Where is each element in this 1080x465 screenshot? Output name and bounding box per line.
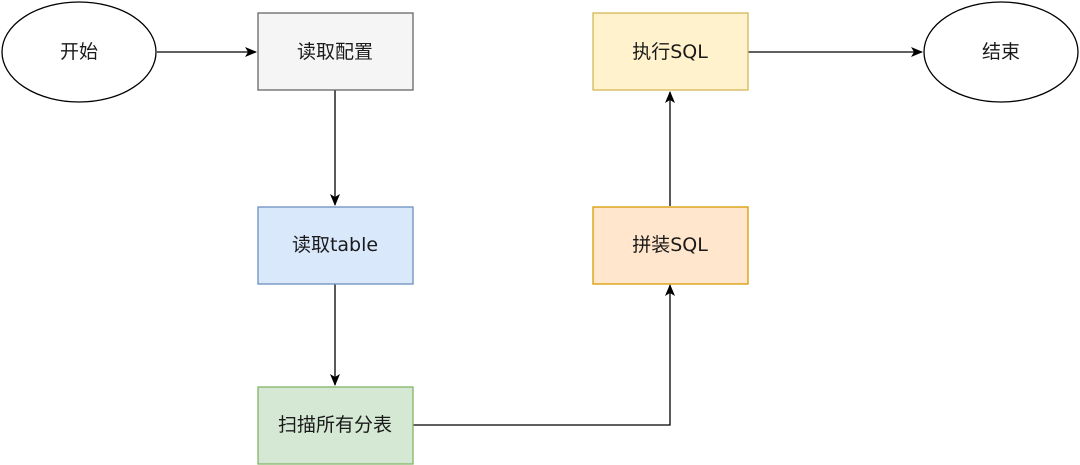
- node-read-config[interactable]: 读取配置: [257, 12, 414, 91]
- node-build-sql[interactable]: 拼装SQL: [592, 206, 749, 285]
- node-exec-sql[interactable]: 执行SQL: [592, 12, 749, 91]
- scan-shards-box: [257, 386, 414, 465]
- read-config-label: 读取配置: [297, 41, 373, 63]
- scan-shards-label: 扫描所有分表: [278, 414, 392, 436]
- end-label: 结束: [982, 41, 1020, 63]
- start-ellipse: [1, 1, 157, 103]
- node-start[interactable]: 开始: [1, 1, 157, 103]
- build-sql-box: [592, 206, 749, 285]
- edge-scan-shards-to-build-sql: [413, 284, 675, 426]
- read-table-label: 读取table: [292, 234, 378, 256]
- edges: [157, 47, 923, 426]
- node-read-table[interactable]: 读取table: [257, 206, 414, 285]
- build-sql-label: 拼装SQL: [632, 234, 708, 256]
- read-table-box: [257, 206, 414, 285]
- end-ellipse: [923, 1, 1079, 103]
- node-end[interactable]: 结束: [923, 1, 1079, 103]
- start-label: 开始: [60, 41, 98, 63]
- node-scan-shards[interactable]: 扫描所有分表: [257, 386, 414, 465]
- read-config-box: [257, 12, 414, 91]
- exec-sql-label: 执行SQL: [632, 41, 708, 63]
- exec-sql-box: [592, 12, 749, 91]
